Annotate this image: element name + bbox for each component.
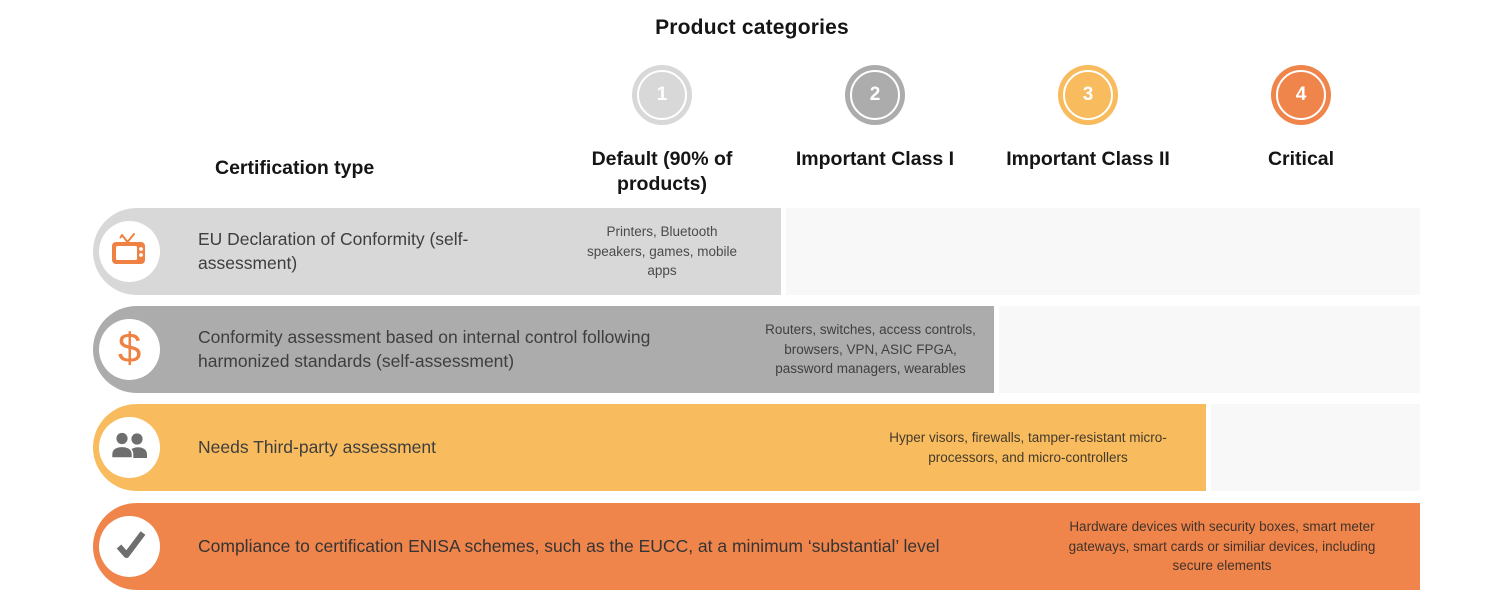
- column-header-important-class-2: Important Class II: [1006, 148, 1170, 170]
- row-track: [786, 208, 1420, 295]
- category-badge-3: 3: [1058, 65, 1118, 125]
- row-bar-eu-declaration: [93, 208, 781, 295]
- people-icon: [109, 430, 151, 465]
- category-number-4: 4: [1276, 70, 1326, 120]
- row-label-third-party: Needs Third-party assessment: [198, 436, 436, 457]
- category-badge-1: 1: [632, 65, 692, 125]
- row-track: [999, 306, 1420, 393]
- check-icon: [113, 529, 147, 564]
- row-bar-enisa-compliance: [93, 503, 1420, 590]
- row-bar-conformity-assessment: [93, 306, 994, 393]
- row-track: [1211, 404, 1420, 491]
- category-badge-4: 4: [1271, 65, 1331, 125]
- category-number-3: 3: [1063, 70, 1113, 120]
- category-number-2: 2: [850, 70, 900, 120]
- row-label-eu-declaration: EU Declaration of Conformity (self-asses…: [198, 229, 469, 273]
- tv-icon: [110, 232, 150, 271]
- row-bar-third-party: [93, 404, 1206, 491]
- dollar-icon: $: [117, 324, 142, 371]
- row-icon-circle: [99, 221, 160, 282]
- category-number-1: 1: [637, 70, 687, 120]
- products-critical: Hardware devices with security boxes, sm…: [1068, 519, 1376, 574]
- column-header-default: Default (90% of products): [591, 148, 733, 195]
- row-icon-circle: [99, 417, 160, 478]
- page-title: Product categories: [655, 16, 849, 39]
- products-default: Printers, Bluetooth speakers, games, mob…: [586, 224, 738, 279]
- row-icon-circle: [99, 516, 160, 577]
- column-header-critical: Critical: [1267, 148, 1335, 170]
- row-label-conformity-assessment: Conformity assessment based on internal …: [198, 327, 651, 371]
- row-icon-circle: $: [99, 319, 160, 380]
- products-important-class-2: Hyper visors, firewalls, tamper-resistan…: [889, 429, 1167, 465]
- row-label-enisa-compliance: Compliance to certification ENISA scheme…: [198, 535, 940, 556]
- category-badge-2: 2: [845, 65, 905, 125]
- products-important-class-1: Routers, switches, access controls, brow…: [765, 322, 976, 377]
- column-header-important-class-1: Important Class I: [795, 148, 955, 170]
- certification-type-header: Certification type: [215, 157, 375, 179]
